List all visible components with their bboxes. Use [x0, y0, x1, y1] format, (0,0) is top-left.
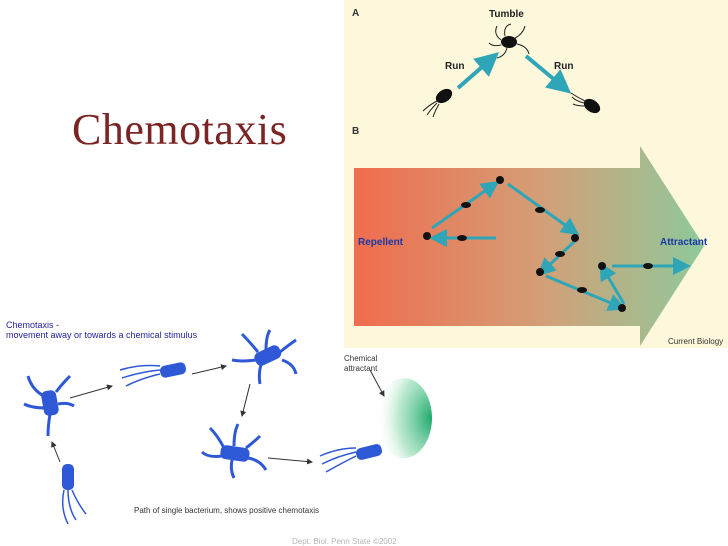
- chemical-attractant-zone: [376, 378, 432, 458]
- gradient-arrow: [354, 146, 704, 346]
- attractant-label: Attractant: [660, 237, 708, 248]
- running-bacterium-2: [319, 444, 383, 473]
- chemotaxis-heading: Chemotaxis -: [6, 320, 60, 330]
- chemical-label-line1: Chemical: [344, 354, 378, 363]
- running-bacterium-1: [119, 362, 187, 387]
- tumble-label: Tumble: [489, 9, 524, 20]
- credit-text: Dept. Biol. Penn State ©2002: [292, 537, 397, 546]
- panel-b: [354, 146, 704, 346]
- running-bacterium-left: [422, 88, 453, 118]
- lower-diagram: [23, 329, 432, 525]
- running-bacterium-3: [61, 464, 87, 525]
- tumbling-bacterium-1: [23, 374, 75, 437]
- run-right-label: Run: [554, 61, 574, 72]
- running-bacterium-right: [570, 92, 601, 114]
- run-arrow-right: [524, 54, 572, 94]
- chemical-label-line2: attractant: [344, 364, 378, 373]
- panel-a: [422, 23, 601, 118]
- run-arrow-left: [456, 52, 500, 90]
- source-label: Current Biology: [668, 337, 724, 346]
- tumbling-bacterium-2: [231, 329, 298, 385]
- bacteria-path-nodes: [423, 176, 653, 312]
- slide-title: Chemotaxis: [72, 105, 288, 154]
- panel-b-letter: B: [352, 126, 360, 137]
- run-left-label: Run: [445, 61, 465, 72]
- chemotaxis-definition: movement away or towards a chemical stim…: [6, 330, 198, 340]
- tumbling-bacterium-3: [200, 423, 268, 479]
- tumbling-bacterium: [488, 23, 530, 59]
- path-caption: Path of single bacterium, shows positive…: [134, 506, 319, 515]
- repellent-label: Repellent: [358, 237, 404, 248]
- panel-a-letter: A: [352, 8, 360, 19]
